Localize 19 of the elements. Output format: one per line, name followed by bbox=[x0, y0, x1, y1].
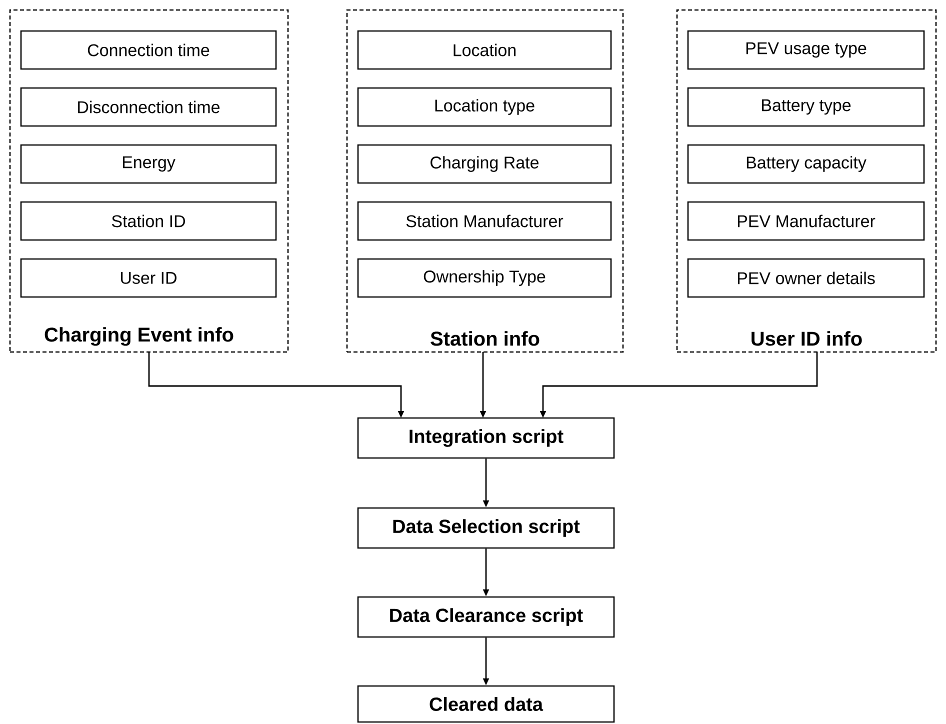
field-box: PEV Manufacturer bbox=[687, 201, 925, 241]
field-box: Connection time bbox=[20, 30, 277, 70]
field-box: User ID bbox=[20, 258, 277, 298]
field-box: Station ID bbox=[20, 201, 277, 241]
field-box: Disconnection time bbox=[20, 87, 277, 127]
field-box: Location bbox=[357, 30, 612, 70]
field-box: Battery type bbox=[687, 87, 925, 127]
field-box: Energy bbox=[20, 144, 277, 184]
field-box: PEV usage type bbox=[687, 30, 925, 70]
field-box: Station Manufacturer bbox=[357, 201, 612, 241]
field-box: PEV owner details bbox=[687, 258, 925, 298]
field-box: Location type bbox=[357, 87, 612, 127]
field-box: Charging Rate bbox=[357, 144, 612, 184]
field-box: Ownership Type bbox=[357, 258, 612, 298]
process-box: Integration script bbox=[357, 417, 615, 459]
field-box: Battery capacity bbox=[687, 144, 925, 184]
process-box: Data Clearance script bbox=[357, 596, 615, 638]
process-box: Data Selection script bbox=[357, 507, 615, 549]
process-box: Cleared data bbox=[357, 685, 615, 723]
